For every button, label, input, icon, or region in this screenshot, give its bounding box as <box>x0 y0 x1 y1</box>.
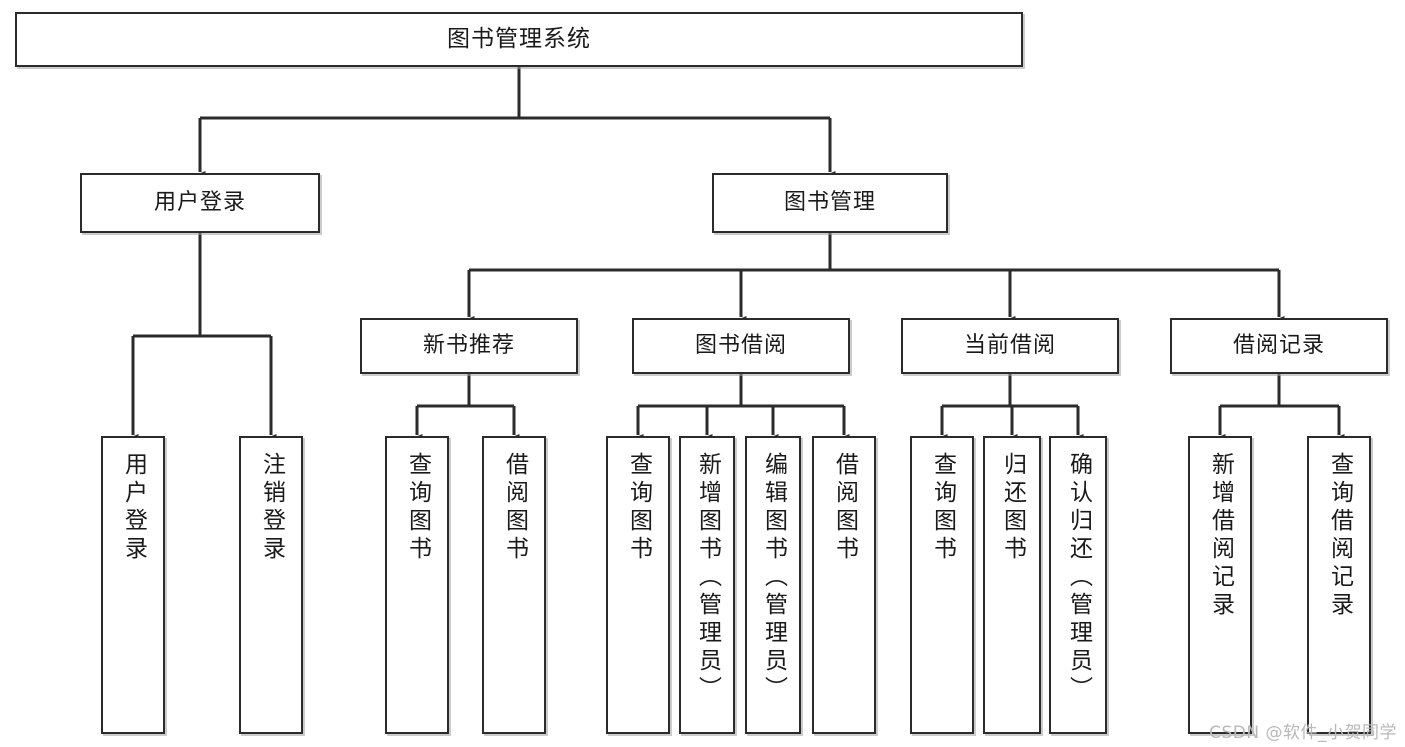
node-label: 图书管理系统 <box>447 26 591 53</box>
node-root[interactable]: 图书管理系统 <box>15 12 1023 67</box>
node-label: 借阅图书 <box>501 452 528 564</box>
node-leaf-bor-3[interactable]: 编辑图书（管理员） <box>745 436 801 734</box>
node-label: 查询图书 <box>625 452 652 564</box>
node-label: 当前借阅 <box>963 333 1056 359</box>
node-label: 新增借阅记录 <box>1207 452 1234 620</box>
node-leaf-new-2[interactable]: 借阅图书 <box>482 436 546 734</box>
node-label: 注销登录 <box>258 452 285 564</box>
node-current[interactable]: 当前借阅 <box>901 318 1119 374</box>
node-label: 确认归还（管理员） <box>1065 452 1092 704</box>
node-records[interactable]: 借阅记录 <box>1170 318 1388 374</box>
edge-lines <box>127 67 1345 443</box>
node-label: 用户登录 <box>120 452 147 564</box>
node-label: 图书借阅 <box>694 333 787 359</box>
node-label: 借阅图书 <box>831 452 858 564</box>
node-leaf-bor-2[interactable]: 新增图书（管理员） <box>679 436 735 734</box>
node-label: 查询借阅记录 <box>1326 452 1353 620</box>
node-login[interactable]: 用户登录 <box>80 173 320 233</box>
node-label: 图书管理 <box>783 190 876 216</box>
node-leaf-bor-4[interactable]: 借阅图书 <box>812 436 876 734</box>
node-label: 查询图书 <box>404 452 431 564</box>
node-label: 借阅记录 <box>1232 333 1325 359</box>
node-label: 编辑图书（管理员） <box>760 452 787 704</box>
node-label: 新书推荐 <box>422 333 515 359</box>
node-leaf-new-1[interactable]: 查询图书 <box>385 436 449 734</box>
node-borrow[interactable]: 图书借阅 <box>632 318 850 374</box>
node-leaf-login-2[interactable]: 注销登录 <box>239 436 303 734</box>
node-leaf-login-1[interactable]: 用户登录 <box>101 436 165 734</box>
node-label: 用户登录 <box>153 190 246 216</box>
node-leaf-rec-2[interactable]: 查询借阅记录 <box>1307 436 1371 734</box>
node-bookmgmt[interactable]: 图书管理 <box>712 173 948 233</box>
node-leaf-rec-1[interactable]: 新增借阅记录 <box>1188 436 1252 734</box>
node-label: 查询图书 <box>929 452 956 564</box>
node-leaf-cur-2[interactable]: 归还图书 <box>983 436 1041 734</box>
node-newbook[interactable]: 新书推荐 <box>360 318 578 374</box>
node-label: 归还图书 <box>999 452 1026 564</box>
node-leaf-cur-3[interactable]: 确认归还（管理员） <box>1049 436 1107 734</box>
node-leaf-cur-1[interactable]: 查询图书 <box>910 436 974 734</box>
node-label: 新增图书（管理员） <box>694 452 721 704</box>
node-leaf-bor-1[interactable]: 查询图书 <box>606 436 670 734</box>
